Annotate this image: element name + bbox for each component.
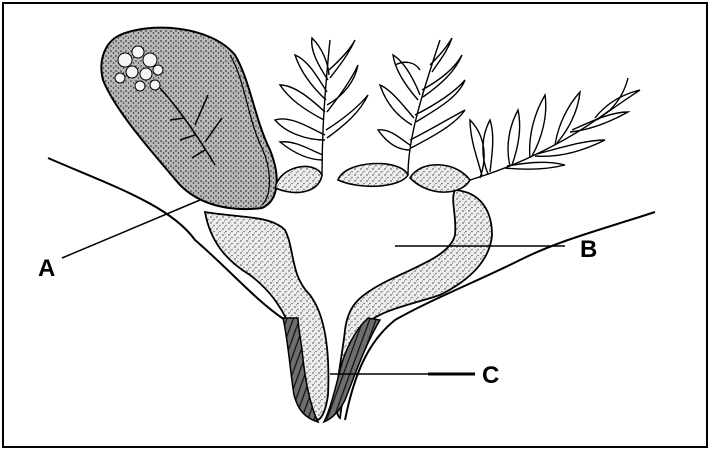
top-bump-middle bbox=[338, 164, 408, 187]
label-c: C bbox=[482, 362, 499, 389]
gland-branches-middle bbox=[378, 38, 465, 175]
gland-branches-right bbox=[470, 78, 640, 180]
outer-wall-outline-right bbox=[345, 212, 655, 420]
gland-branches-left bbox=[275, 38, 368, 175]
top-bump-left bbox=[275, 166, 322, 192]
uterine-body-left bbox=[205, 212, 328, 420]
uterine-body-right bbox=[336, 190, 492, 418]
label-a: A bbox=[38, 255, 55, 282]
top-bump-right bbox=[410, 165, 470, 192]
pointer-line-a bbox=[62, 200, 200, 258]
label-b: B bbox=[580, 236, 597, 263]
